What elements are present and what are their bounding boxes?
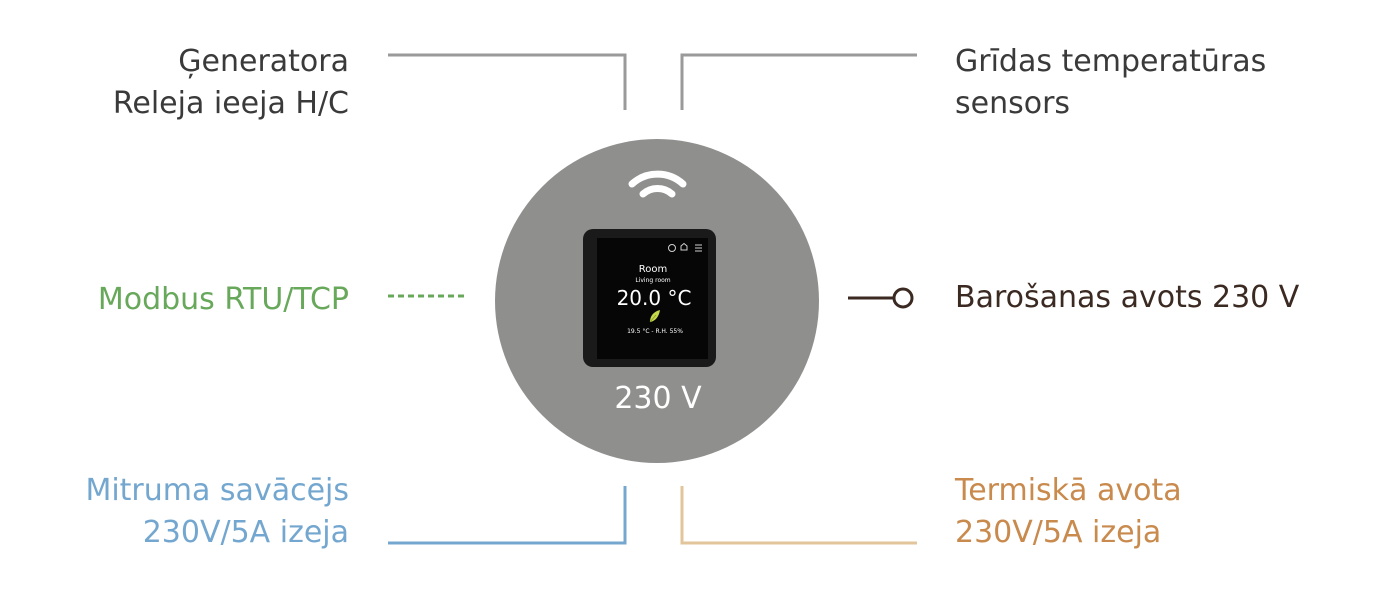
menu-icon — [695, 244, 702, 252]
screen-room-subtitle: Living room — [635, 277, 670, 284]
floor-sensor-label-line1: Grīdas temperatūras — [955, 44, 1267, 79]
home-icon — [680, 242, 688, 251]
thermal-connector-line — [680, 486, 917, 545]
screen-room-title: Room — [639, 264, 667, 275]
power-label-text: Barošanas avots 230 V — [955, 280, 1300, 315]
modbus-label: Modbus RTU/TCP — [98, 279, 349, 321]
generator-relay-label: Ģeneratora Releja ieeja H/C — [113, 41, 349, 125]
wifi-icon — [628, 170, 687, 198]
humidity-label-line2: 230V/5A izeja — [142, 515, 349, 550]
generator-label-line1: Ģeneratora — [178, 44, 349, 79]
clock-icon — [668, 244, 676, 252]
screen-status: 19.5 °C - R.H. 55% — [627, 328, 683, 335]
thermal-label-line2: 230V/5A izeja — [955, 515, 1162, 550]
floor-sensor-label-line2: sensors — [955, 86, 1071, 121]
humidity-connector-line — [388, 486, 627, 545]
leaf-icon — [649, 310, 660, 323]
humidity-output-label: Mitruma savācējs 230V/5A izeja — [85, 470, 349, 554]
humidity-label-line1: Mitruma savācējs — [85, 473, 349, 508]
thermostat-device: Room Living room 20.0 °C 19.5 °C - R.H. … — [583, 229, 716, 367]
thermal-label-line1: Termiskā avota — [955, 473, 1182, 508]
generator-label-line2: Releja ieeja H/C — [112, 86, 349, 121]
screen-temperature: 20.0 °C — [617, 286, 692, 310]
device-voltage-label: 230 V — [614, 381, 702, 416]
power-supply-label: Barošanas avots 230 V — [955, 277, 1299, 319]
modbus-label-text: Modbus RTU/TCP — [97, 282, 349, 317]
floor-sensor-connector-line — [680, 53, 917, 110]
floor-sensor-label: Grīdas temperatūras sensors — [955, 41, 1266, 125]
thermal-output-label: Termiskā avota 230V/5A izeja — [955, 470, 1182, 554]
power-terminal-icon — [892, 287, 914, 309]
generator-connector-line — [388, 53, 627, 110]
